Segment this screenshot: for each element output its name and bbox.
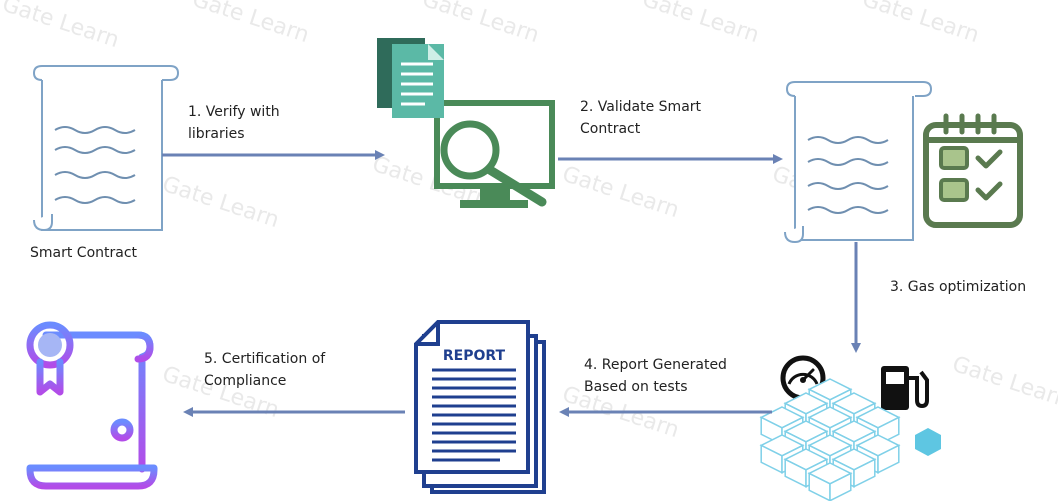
report-document-icon: REPORT	[414, 320, 546, 494]
step-3-label: 3. Gas optimization	[890, 276, 1026, 298]
cube-face	[877, 444, 900, 474]
step-2-line-1: 2. Validate Smart	[580, 99, 702, 115]
step-1-label: 1. Verify with libraries	[188, 101, 280, 145]
step-5-label: 5. Certification of Compliance	[204, 348, 325, 392]
report-title: REPORT	[443, 348, 506, 364]
step-4-label: 4. Report Generated Based on tests	[584, 354, 727, 398]
blockchain-cubes-icon	[759, 378, 901, 501]
step-3-line-1: 3. Gas optimization	[890, 279, 1027, 295]
cube-face	[853, 458, 876, 488]
step-4-line-2: Based on tests	[584, 379, 688, 395]
step-1-line-1: 1. Verify with	[188, 104, 280, 120]
step-5-line-2: Compliance	[204, 373, 287, 389]
validated-contract-scroll-icon	[784, 81, 933, 244]
checklist-icon	[923, 113, 1023, 228]
verify-monitor-icon	[377, 38, 555, 208]
hexagon-icon	[915, 428, 941, 456]
smart-contract-scroll-icon	[32, 65, 180, 232]
fuel-pump-icon	[881, 366, 929, 410]
step-1-line-2: libraries	[188, 126, 245, 142]
step-2-label: 2. Validate Smart Contract	[580, 96, 701, 140]
certificate-seal-icon	[38, 333, 62, 357]
certificate-icon	[26, 321, 158, 490]
smart-contract-label: Smart Contract	[30, 245, 138, 261]
step-2-line-2: Contract	[580, 121, 641, 137]
step-5-line-1: 5. Certification of	[204, 351, 326, 367]
node-label-smart-contract: Smart Contract	[30, 242, 137, 264]
step-4-line-1: 4. Report Generated	[584, 357, 727, 373]
